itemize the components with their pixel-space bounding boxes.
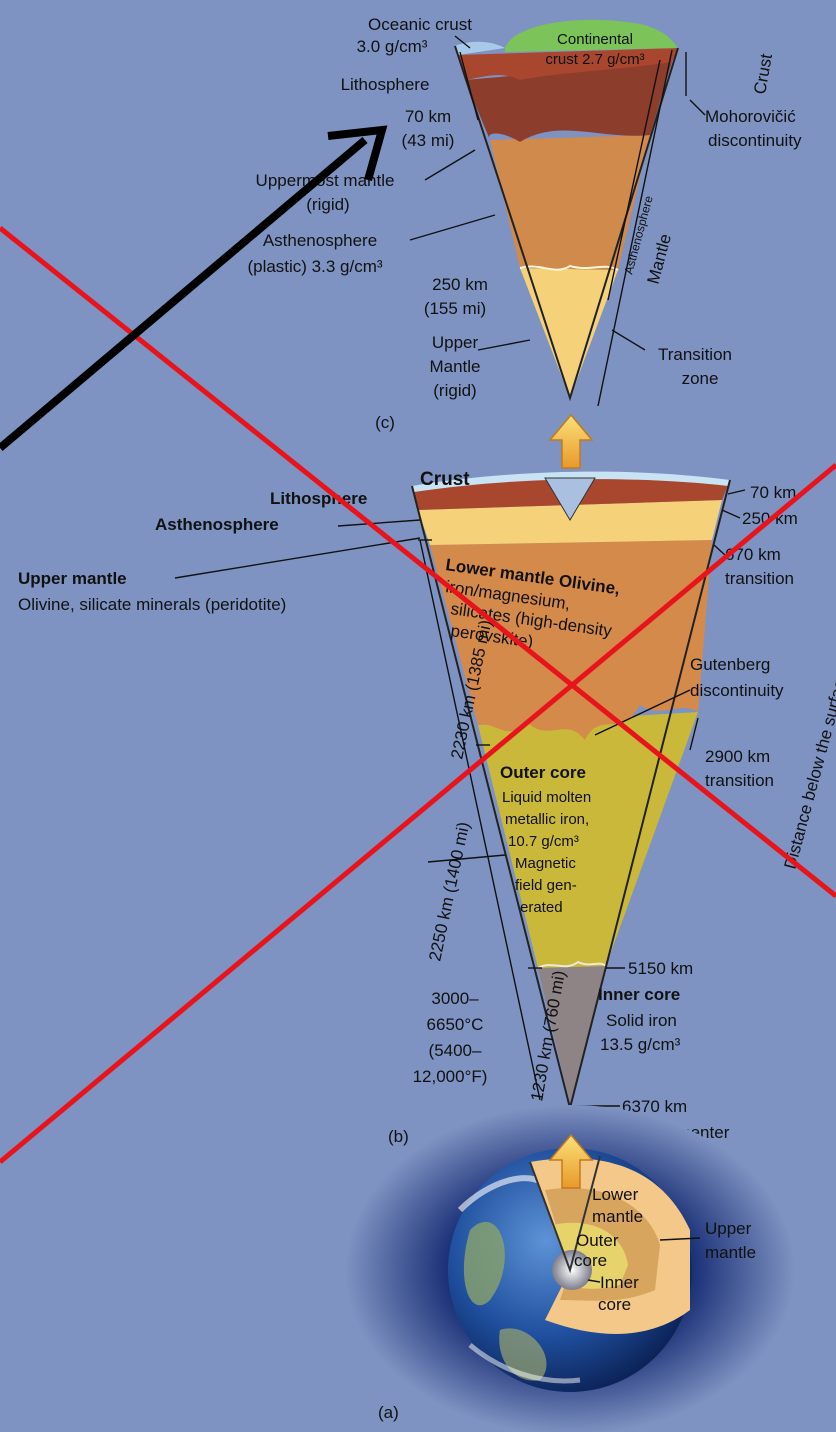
crust-label-b: Crust: [420, 469, 470, 490]
depth-2900-transition: transition: [705, 771, 774, 790]
upper-mantle-label-c1: Upper: [432, 333, 479, 352]
outer-core-desc-5: field gen-: [515, 877, 577, 894]
outer-core-layer: [478, 712, 698, 968]
outer-core-title: Outer core: [500, 763, 586, 782]
depth-250-km-c: 250 km: [432, 275, 488, 294]
inner-core-desc-1: Solid iron: [606, 1011, 677, 1030]
asthenosphere-layer: [490, 135, 650, 270]
temperature-line-2: 6650°C: [427, 1015, 484, 1034]
thickness-outer-core-label: 2250 km (1400 mi): [425, 820, 473, 963]
panel-a: Lower mantle Outer core Inner core Upper…: [345, 1105, 795, 1432]
uppermost-mantle-rigid: (rigid): [306, 195, 349, 214]
temperature-line-3: (5400–: [429, 1041, 482, 1060]
globe-outer-core-1: Outer: [576, 1231, 619, 1250]
overlay-red-line-1: [0, 226, 836, 898]
oceanic-crust: [455, 41, 505, 55]
overlay-red-line-2: [0, 463, 836, 1164]
transition-zone-label-1: Transition: [658, 345, 732, 364]
outer-core-desc-4: Magnetic: [515, 855, 576, 872]
upper-mantle-desc-b: Olivine, silicate minerals (peridotite): [18, 595, 286, 614]
depth-670-transition: transition: [725, 569, 794, 588]
temperature-line-1: 3000–: [431, 989, 479, 1008]
gutenberg-label-1: Gutenberg: [690, 655, 770, 674]
upper-mantle-label-c2: Mantle: [429, 357, 480, 376]
inner-core-desc-2: 13.5 g/cm³: [600, 1035, 681, 1054]
zoom-arrow-upper: [548, 413, 594, 469]
globe-outer-core-2: core: [574, 1251, 607, 1270]
panel-c-cutout: [544, 477, 596, 521]
depth-6370-km: 6370 km: [622, 1097, 687, 1116]
globe-inner-core-1: Inner: [600, 1273, 639, 1292]
lithosphere-label-b: Lithosphere: [270, 489, 367, 508]
depth-70-km-c: 70 km: [405, 107, 451, 126]
moho-label-1: Mohorovičić: [705, 107, 796, 126]
uppermost-mantle-layer: [465, 62, 672, 142]
depth-43-mi-c: (43 mi): [402, 131, 455, 150]
panel-c-label: (c): [375, 413, 395, 432]
overlay-annotations: [0, 125, 836, 1164]
lithosphere-label-c: Lithosphere: [341, 75, 430, 94]
overlay-black-arrowhead: [327, 125, 388, 182]
inner-core-ball: [552, 1250, 592, 1290]
inner-core-layer: [538, 966, 606, 1104]
lower-mantle-layer: [430, 540, 712, 740]
moho-label-2: discontinuity: [708, 131, 802, 150]
depth-5150-km: 5150 km: [628, 959, 693, 978]
inner-core-title: Inner core: [598, 985, 680, 1004]
gutenberg-label-2: discontinuity: [690, 681, 784, 700]
uppermost-mantle-label: Uppermost mantle: [256, 171, 395, 190]
asthenosphere-layer-b: [418, 500, 722, 545]
transition-zone-line: [519, 264, 619, 271]
outer-core-desc-6: erated: [520, 899, 563, 916]
upper-mantle-title-b: Upper mantle: [18, 569, 127, 588]
upper-mantle-rigid-layer: [520, 268, 618, 398]
outer-core-desc-2: metallic iron,: [505, 811, 589, 828]
asthenosphere-density: (plastic) 3.3 g/cm³: [247, 257, 382, 276]
crust-vertical-label: Crust: [750, 52, 776, 96]
globe-upper-mantle-2: mantle: [705, 1243, 756, 1262]
panel-c: Oceanic crust 3.0 g/cm³ Continental crus…: [247, 15, 802, 432]
panel-a-label: (a): [378, 1403, 399, 1422]
oceanic-crust-label: Oceanic crust: [368, 15, 472, 34]
continental-crust-label: Continental: [557, 31, 633, 48]
depth-155-mi-c: (155 mi): [424, 299, 486, 318]
lithosphere-layer-c: [458, 48, 678, 80]
oceanic-crust-density: 3.0 g/cm³: [357, 37, 428, 56]
crust-layer-b: [412, 471, 730, 492]
globe-lower-mantle-2: mantle: [592, 1207, 643, 1226]
asthenosphere-label-c: Asthenosphere: [263, 231, 377, 250]
zoom-arrow-lower: [548, 1133, 594, 1189]
globe-inner-core-2: core: [598, 1295, 631, 1314]
depth-2900-km: 2900 km: [705, 747, 770, 766]
continental-crust: [505, 19, 678, 52]
continental-crust-density: crust 2.7 g/cm³: [545, 51, 644, 68]
globe-upper-mantle-1: Upper: [705, 1219, 752, 1238]
asthenosphere-label-b: Asthenosphere: [155, 515, 279, 534]
distance-axis-label: Distance below the surface: [781, 669, 836, 871]
upper-mantle-label-c3: (rigid): [433, 381, 476, 400]
depth-670-km: 670 km: [725, 545, 781, 564]
panel-b-label: (b): [388, 1127, 409, 1146]
outer-core-desc-3: 10.7 g/cm³: [508, 833, 579, 850]
transition-zone-label-2: zone: [682, 369, 719, 388]
mantle-vertical-label: Mantle: [644, 232, 676, 286]
overlay-black-arrow-shaft: [0, 136, 368, 452]
outer-core-desc-1: Liquid molten: [502, 789, 591, 806]
depth-70-km-b: 70 km: [750, 483, 796, 502]
globe-lower-mantle-1: Lower: [592, 1185, 639, 1204]
temperature-line-4: 12,000°F): [413, 1067, 488, 1086]
